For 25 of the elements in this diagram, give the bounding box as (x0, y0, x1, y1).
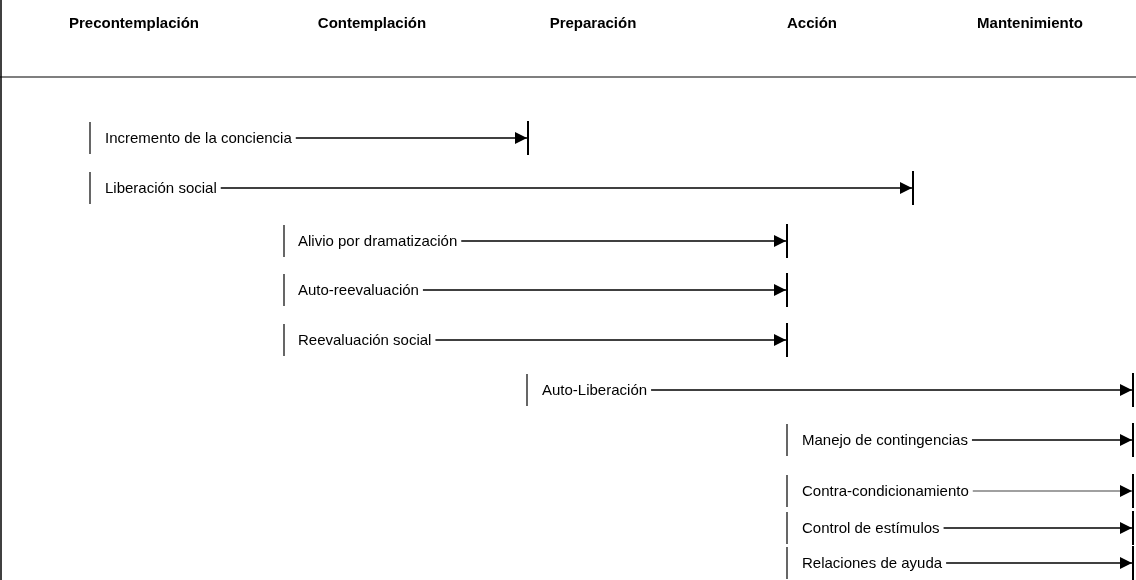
arrow (945, 557, 1133, 569)
process-label: Alivio por dramatización (298, 232, 458, 250)
stage-heading: Mantenimiento (977, 14, 1083, 31)
process-label: Reevaluación social (298, 331, 432, 349)
stage-heading: Precontemplación (69, 14, 199, 31)
process-label: Auto-reevaluación (298, 281, 419, 299)
arrow (220, 182, 913, 194)
stage-heading: Preparación (549, 14, 637, 31)
process-label: Control de estímulos (802, 519, 940, 537)
arrow (422, 284, 787, 296)
process-label: Auto-Liberación (542, 381, 648, 399)
stage-heading: Contemplación (317, 14, 427, 31)
arrow (971, 434, 1133, 446)
process-label: Contra-condicionamiento (802, 482, 969, 500)
arrow (650, 384, 1133, 396)
arrow (434, 334, 787, 346)
arrow (972, 485, 1133, 497)
process-label: Incremento de la conciencia (105, 129, 292, 147)
stage-heading: Acción (787, 14, 837, 31)
process-label: Relaciones de ayuda (802, 554, 943, 572)
process-label: Liberación social (105, 179, 217, 197)
arrow (295, 132, 528, 144)
arrow (942, 522, 1133, 534)
process-label: Manejo de contingencias (802, 431, 968, 449)
arrow (460, 235, 787, 247)
